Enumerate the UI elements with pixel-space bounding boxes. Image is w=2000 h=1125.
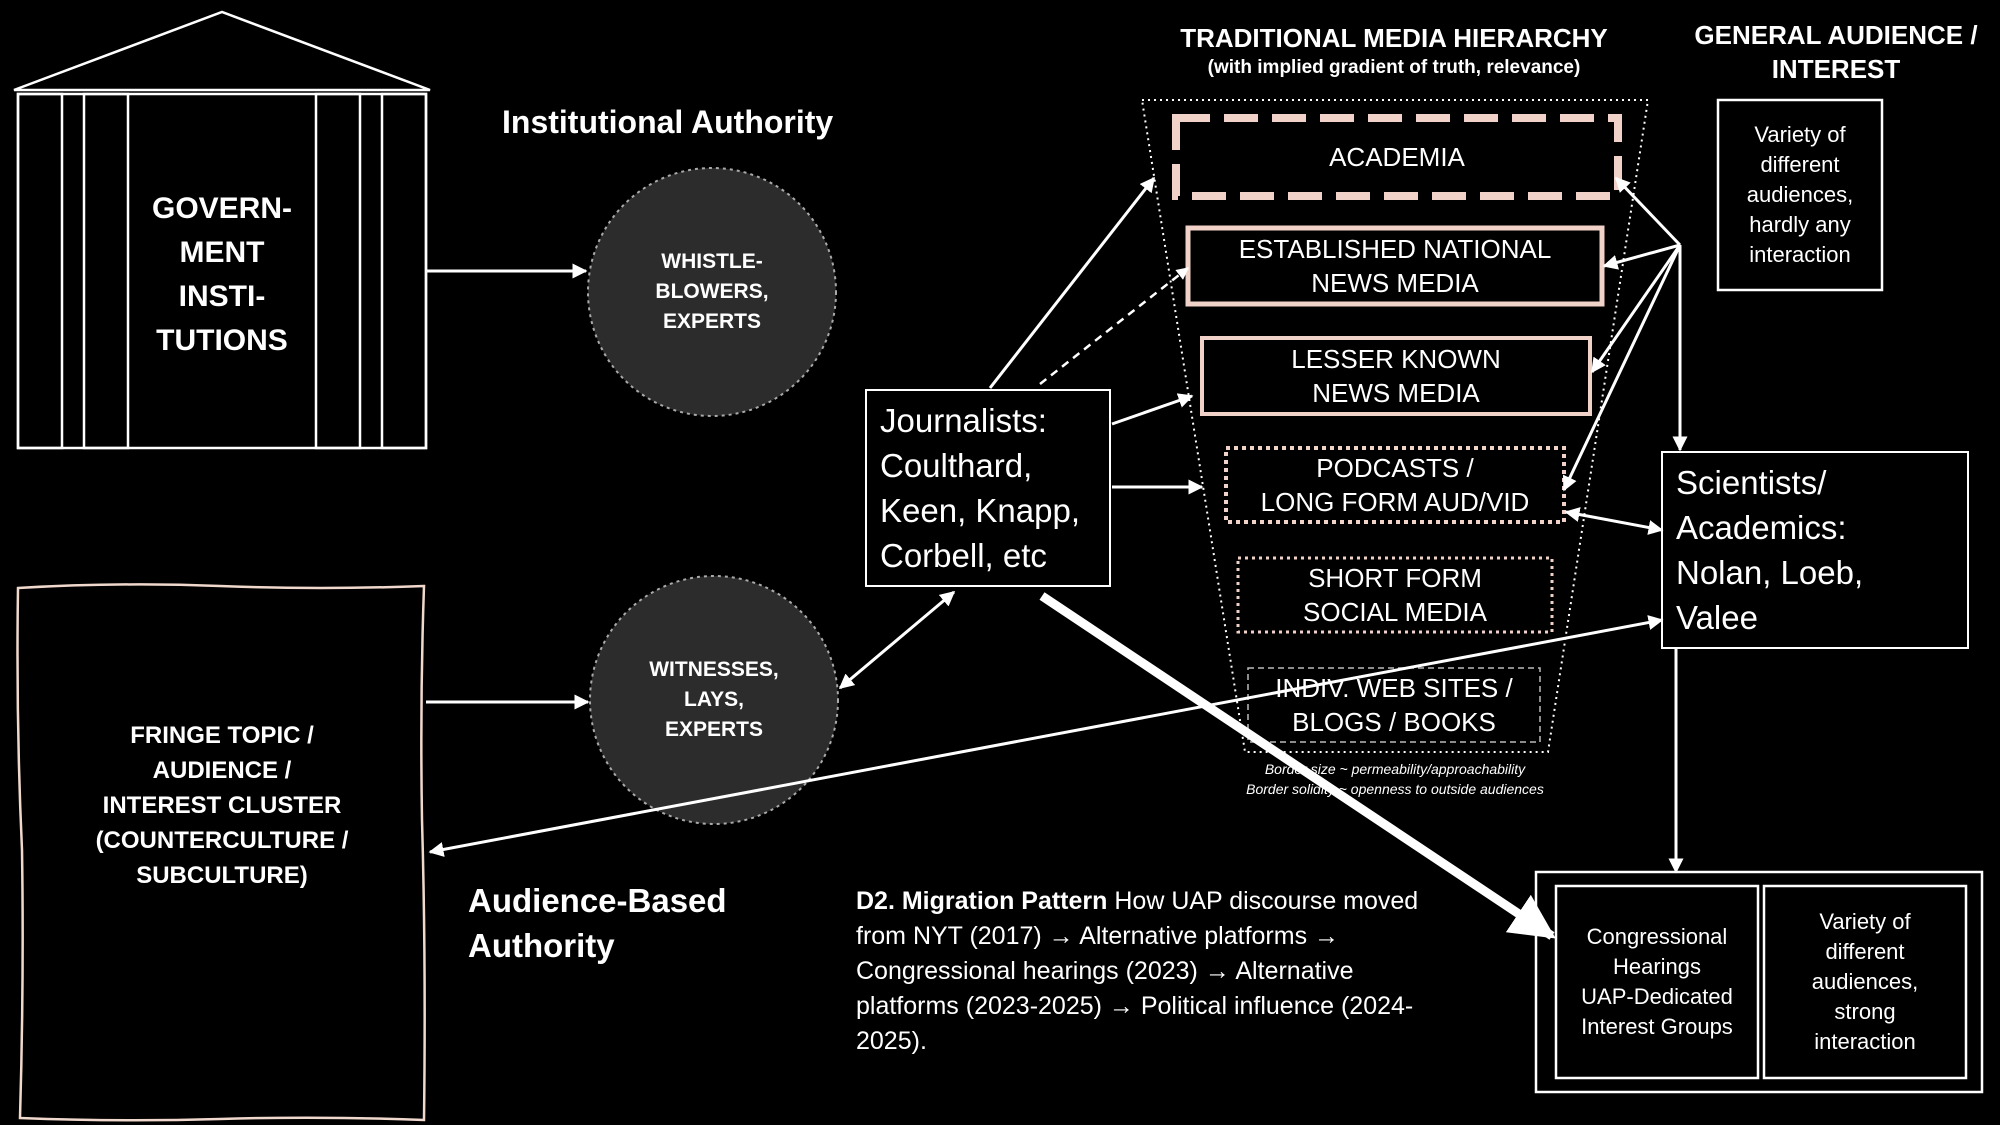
funnel-note-size: Border size ~ permeability/approachabili… <box>1264 761 1526 777</box>
arrow-audience-to-academia <box>1614 176 1682 247</box>
general-audience-desc: Variety of different audiences, hardly a… <box>1746 122 1854 267</box>
migration-pattern-label: D2. Migration Pattern <box>856 887 1108 915</box>
arrow-journalists-to-lesser-news <box>1111 393 1194 426</box>
arrow-journalists-to-national-news <box>1039 267 1189 385</box>
hierarchy-subtitle: (with implied gradient of truth, relevan… <box>1207 57 1581 78</box>
congress-left-box <box>1554 884 1760 1080</box>
tier-lesser-news-label: LESSER KNOWN NEWS MEDIA <box>1291 344 1501 408</box>
congress-right-box <box>1762 884 1968 1080</box>
general-audience-box <box>1716 98 1884 292</box>
audience-authority-label: Audience-Based Authority <box>468 882 727 964</box>
scientists-box <box>1661 451 1969 649</box>
government-label: GOVERN- MENT INSTI- TUTIONS <box>151 192 292 357</box>
arrow-scientists-fringe <box>428 615 1664 857</box>
tier-web-blogs-label: INDIV. WEB SITES / BLOGS / BOOKS <box>1275 673 1513 737</box>
congress-right-label: Variety of different audiences, strong i… <box>1811 909 1919 1054</box>
journalists-box <box>865 389 1111 587</box>
general-audience-title: GENERAL AUDIENCE / INTEREST <box>1694 20 1978 84</box>
tier-lesser-news-box <box>1200 336 1592 416</box>
congress-outer-box <box>1534 870 1984 1094</box>
migration-pattern-text: D2. Migration Pattern How UAP discourse … <box>856 884 1456 1059</box>
arrow-audience-to-podcasts <box>1562 244 1682 492</box>
congress-left-label: Congressional Hearings UAP-Dedicated Int… <box>1581 924 1733 1039</box>
arrow-audience-to-national-news <box>1602 243 1681 270</box>
tier-short-form-box <box>1236 556 1554 634</box>
tier-academia-box <box>1172 114 1622 200</box>
arrow-journalists-to-congress <box>1039 592 1556 940</box>
tier-academia-label: ACADEMIA <box>1329 141 1465 172</box>
fringe-box-outline <box>16 583 426 1122</box>
tier-short-form-label: SHORT FORM SOCIAL MEDIA <box>1303 563 1487 627</box>
whistleblowers-circle <box>587 167 837 417</box>
scientists-label: Scientists/ Academics: Nolan, Loeb, Vale… <box>1676 464 1864 636</box>
institutional-authority-label: Institutional Authority <box>502 104 834 140</box>
tier-podcasts-box <box>1224 446 1566 524</box>
whistleblowers-label: WHISTLE- BLOWERS, EXPERTS <box>655 250 769 333</box>
migration-pattern-body: How UAP discourse moved from NYT (2017) … <box>856 887 1419 1055</box>
arrow-witnesses-journalists <box>838 590 956 690</box>
arrow-audience-to-lesser-news <box>1590 244 1682 374</box>
fringe-label: FRINGE TOPIC / AUDIENCE / INTEREST CLUST… <box>95 721 349 889</box>
journalists-label: Journalists: Coulthard, Keen, Knapp, Cor… <box>880 402 1080 574</box>
arrow-podcasts-scientists <box>1564 507 1664 535</box>
hierarchy-title: TRADITIONAL MEDIA HIERARCHY <box>1180 22 1608 53</box>
arrow-journalists-to-academia <box>988 176 1156 389</box>
tier-national-news-label: ESTABLISHED NATIONAL NEWS MEDIA <box>1238 234 1552 298</box>
tier-podcasts-label: PODCASTS / LONG FORM AUD/VID <box>1260 453 1530 517</box>
funnel-note-solidity: Border solidity ~ openness to outside au… <box>1246 781 1544 797</box>
tier-national-news-box <box>1185 225 1605 307</box>
government-building-icon <box>13 10 431 450</box>
witnesses-label: WITNESSES, LAYS, EXPERTS <box>649 658 779 741</box>
